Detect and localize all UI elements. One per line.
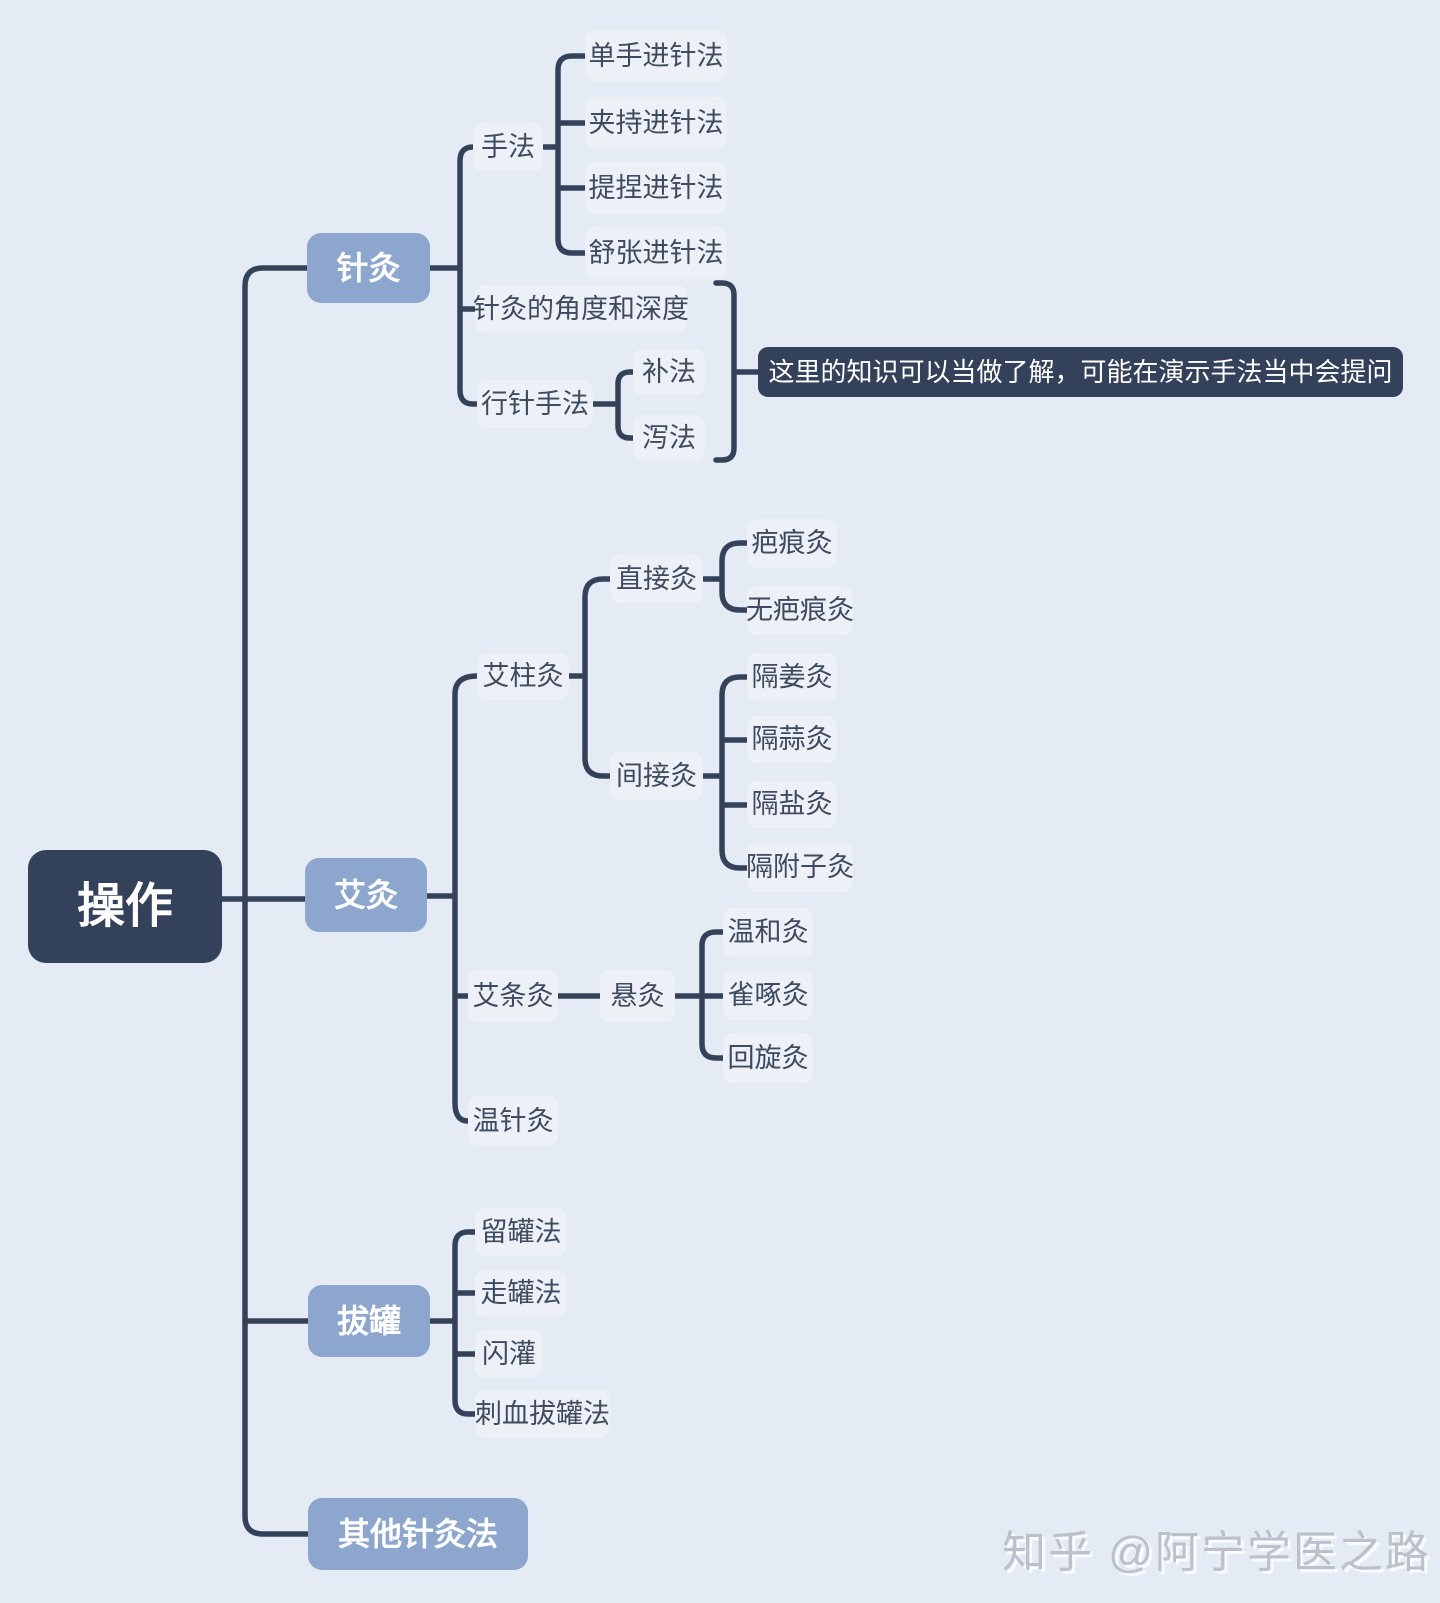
edge-xuanjiu-children [672,929,726,1061]
edge-zhenjiu-children [427,144,480,407]
node-xiefa[interactable]: 泻法 [633,415,705,461]
edge-aizhujiu-children [566,576,613,779]
node-huixuanjiu[interactable]: 回旋灸 [723,1033,813,1083]
node-quezhuojiu[interactable]: 雀啄灸 [723,971,813,1020]
edge-jianjiejiu-children [700,674,750,871]
node-bahenjiu[interactable]: 疤痕灸 [747,519,837,568]
node-shoufa[interactable]: 手法 [473,123,543,171]
node-aitiaojiu[interactable]: 艾条灸 [468,970,558,1022]
edge-aijiu-children [424,673,480,1124]
node-bufa[interactable]: 补法 [633,349,705,395]
node-tinie-jinzhenfa[interactable]: 提捏进针法 [585,162,727,214]
node-xuanjiu[interactable]: 悬灸 [600,970,675,1022]
node-zhijiejiu[interactable]: 直接灸 [610,555,703,603]
summary-bracket [713,280,761,463]
node-aijiu[interactable]: 艾灸 [305,858,427,932]
node-cixue-baguanfa[interactable]: 刺血拔罐法 [475,1390,610,1438]
node-zouguanfa[interactable]: 走罐法 [475,1270,567,1317]
node-jiaodu-shendu[interactable]: 针灸的角度和深度 [473,285,689,333]
edge-xingzhen-children [590,369,636,441]
node-shanguan[interactable]: 闪灌 [475,1330,543,1378]
node-shuzhang-jinzhenfa[interactable]: 舒张进针法 [585,227,727,279]
node-aizhujiu[interactable]: 艾柱灸 [477,653,569,700]
node-zhenjiu[interactable]: 针灸 [307,233,430,303]
edge-baguan-children [427,1229,478,1417]
node-caozuo[interactable]: 操作 [28,850,222,963]
node-geyanjiu[interactable]: 隔盐灸 [747,781,837,828]
node-danshou-jinzhenfa[interactable]: 单手进针法 [585,30,727,82]
node-gejiangjiu[interactable]: 隔姜灸 [747,653,837,701]
node-wenhejiu[interactable]: 温和灸 [723,908,813,957]
node-wubahenjiu[interactable]: 无疤痕灸 [746,586,854,635]
node-wenzhenjiu[interactable]: 温针灸 [468,1096,558,1146]
node-liuguanfa[interactable]: 留罐法 [475,1208,567,1256]
watermark: 知乎 @阿宁学医之路 [1002,1528,1431,1577]
node-jiachi-jinzhenfa[interactable]: 夹持进针法 [585,97,727,149]
node-gesuanjiu[interactable]: 隔蒜灸 [747,716,837,763]
node-xingzhen-shoufa[interactable]: 行针手法 [477,380,593,428]
node-jianjiejiu[interactable]: 间接灸 [610,752,703,800]
node-qita-zhenjiufa[interactable]: 其他针灸法 [308,1498,528,1570]
summary-note-callout[interactable]: 这里的知识可以当做了解，可能在演示手法当中会提问 [758,347,1403,397]
edge-shoufa-children [540,53,588,256]
edge-zhijiejiu-children [700,540,750,613]
node-baguan[interactable]: 拔罐 [308,1285,430,1357]
node-gefuzijiu[interactable]: 隔附子灸 [746,843,854,892]
